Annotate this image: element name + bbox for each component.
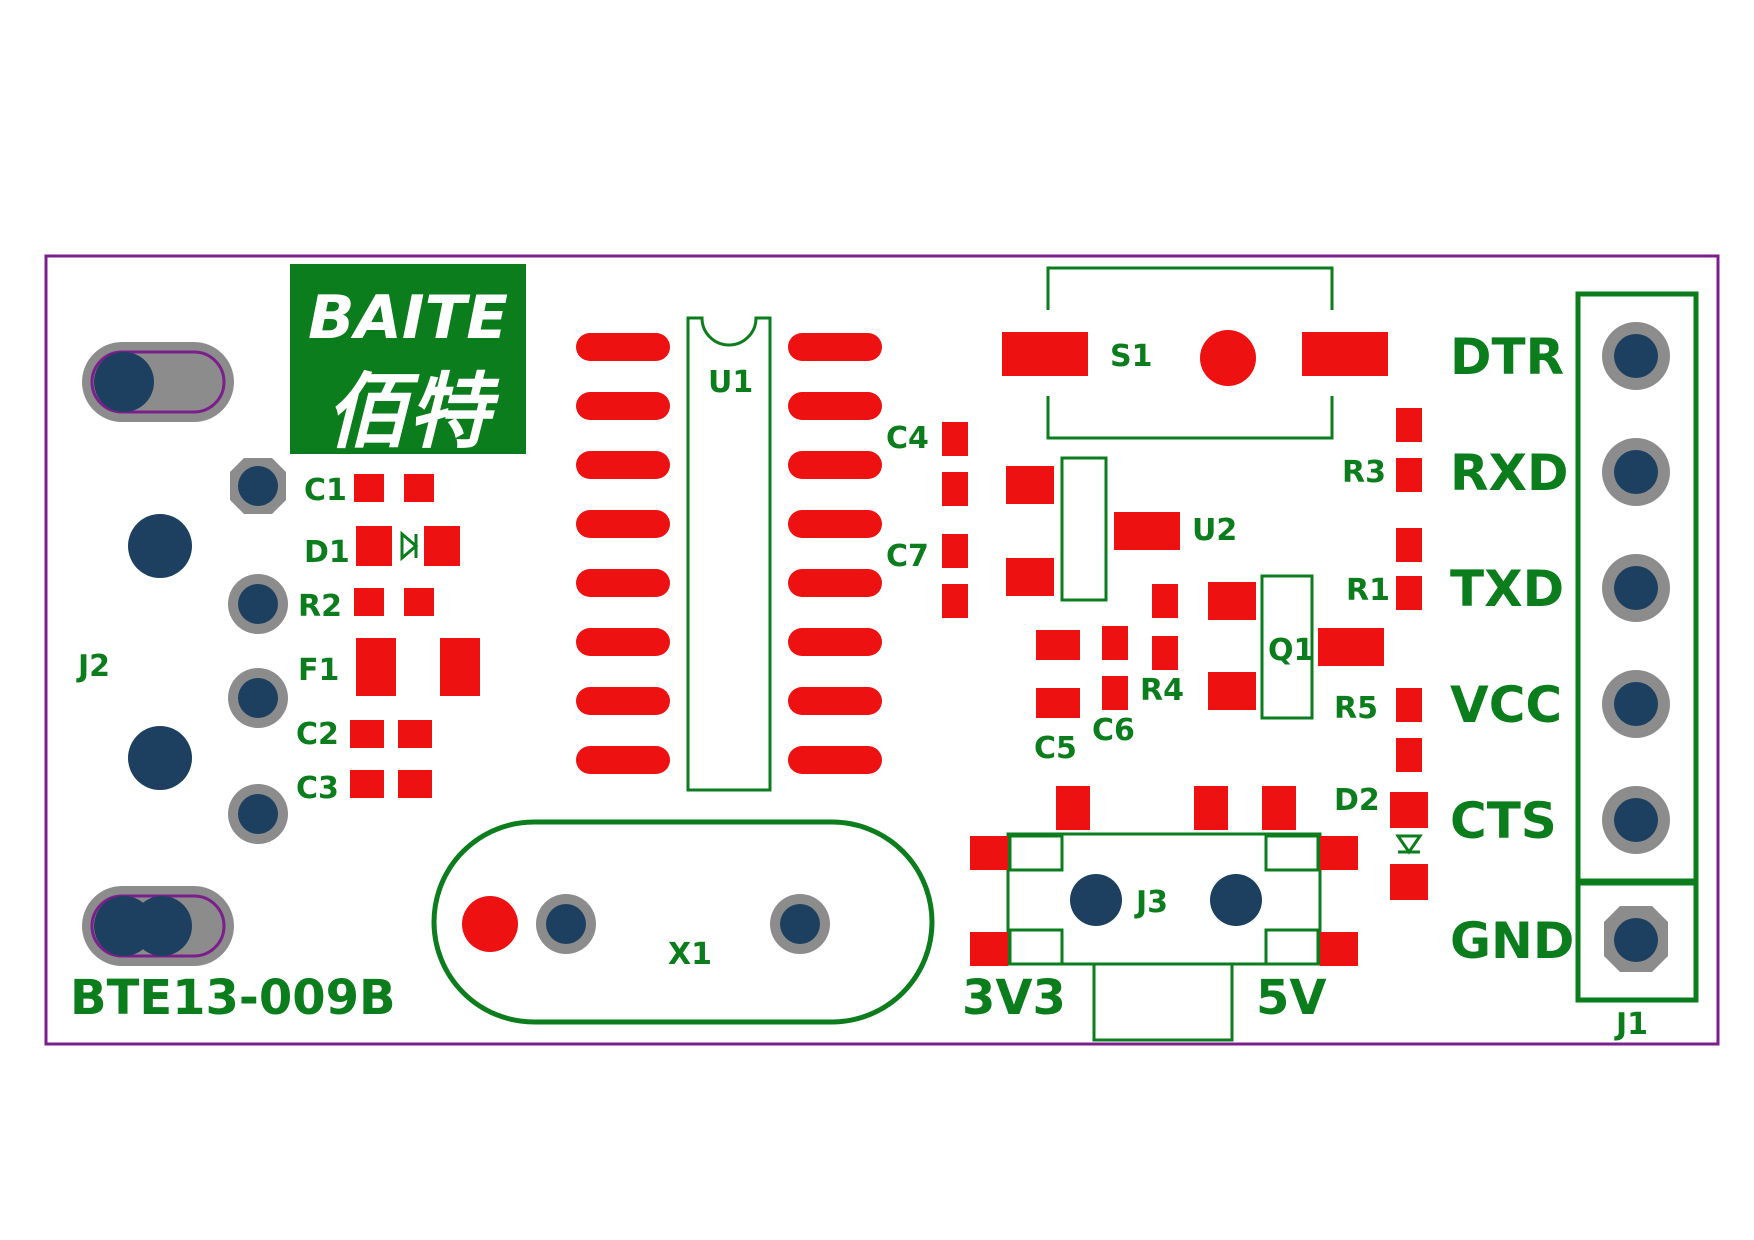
r1-ref: R1 — [1346, 573, 1390, 608]
f1-ref: F1 — [298, 653, 339, 688]
pin-label-cts: CTS — [1450, 792, 1557, 850]
d1-diode-symbol — [400, 530, 419, 562]
j1-ref: J1 — [1614, 1007, 1648, 1042]
j2-shield-hole-top — [128, 514, 192, 578]
jumper-label-5v: 5V — [1256, 970, 1327, 1026]
svg-text:佰特: 佰特 — [326, 365, 500, 460]
j2-pad-3 — [228, 668, 288, 728]
j2-pad-4 — [228, 784, 288, 844]
j1-pin-dtr — [1602, 322, 1670, 390]
board-outline — [44, 254, 1720, 1046]
jumper-label-3v3: 3V3 — [962, 970, 1066, 1026]
j1-pin-rxd — [1602, 438, 1670, 506]
j1-header: J1 — [1575, 291, 1699, 1042]
j2-ref: J2 — [76, 649, 110, 684]
c1-ref: C1 — [304, 473, 347, 508]
s1-ref: S1 — [1110, 339, 1152, 374]
c7-ref: C7 — [886, 539, 929, 574]
pin-label-vcc: VCC — [1450, 676, 1562, 734]
j1-pin-cts — [1602, 786, 1670, 854]
j3-jumper: J3 — [970, 786, 1358, 1042]
u1-chip: U1 — [576, 316, 882, 792]
c5-ref: C5 — [1034, 731, 1077, 766]
pin-label-gnd: GND — [1450, 912, 1574, 970]
pin-label-rxd: RXD — [1450, 444, 1569, 502]
j1-pin-vcc — [1602, 670, 1670, 738]
d2-ref: D2 — [1334, 783, 1380, 818]
pin-label-txd: TXD — [1450, 560, 1564, 618]
svg-text:BAITE: BAITE — [308, 283, 508, 353]
s1-switch: S1 — [1002, 266, 1388, 440]
c3-ref: C3 — [296, 771, 339, 806]
c2-ref: C2 — [296, 717, 339, 752]
board-name: BTE13-009B — [70, 970, 396, 1026]
u1-ref: U1 — [708, 365, 753, 400]
c4-ref: C4 — [886, 421, 929, 456]
q1-ref: Q1 — [1268, 633, 1314, 668]
j2-pad-2 — [228, 574, 288, 634]
u2-ref: U2 — [1192, 513, 1237, 548]
j1-pin-gnd — [1604, 906, 1668, 972]
j2-mount-slot-bottom — [82, 886, 234, 966]
u2-regulator: U2 — [1006, 456, 1237, 602]
c6-ref: C6 — [1092, 713, 1135, 748]
j3-ref: J3 — [1134, 885, 1168, 920]
r3-ref: R3 — [1342, 455, 1386, 490]
r4-ref: R4 — [1140, 673, 1184, 708]
j2-shield-hole-bottom — [128, 726, 192, 790]
r5-ref: R5 — [1334, 691, 1378, 726]
d2-diode-symbol — [1395, 834, 1423, 855]
d1-ref: D1 — [304, 535, 350, 570]
j2-mount-slot-top — [82, 342, 234, 422]
r2-ref: R2 — [298, 589, 342, 624]
baite-logo: BAITE 佰特 — [290, 264, 526, 460]
x1-ref: X1 — [668, 937, 712, 972]
j1-pin-txd — [1602, 554, 1670, 622]
u1-left-pads — [576, 333, 670, 774]
pin-label-dtr: DTR — [1450, 328, 1564, 386]
u1-right-pads — [788, 333, 882, 774]
x1-crystal: X1 — [431, 819, 935, 1025]
q1-transistor: Q1 — [1208, 574, 1384, 720]
